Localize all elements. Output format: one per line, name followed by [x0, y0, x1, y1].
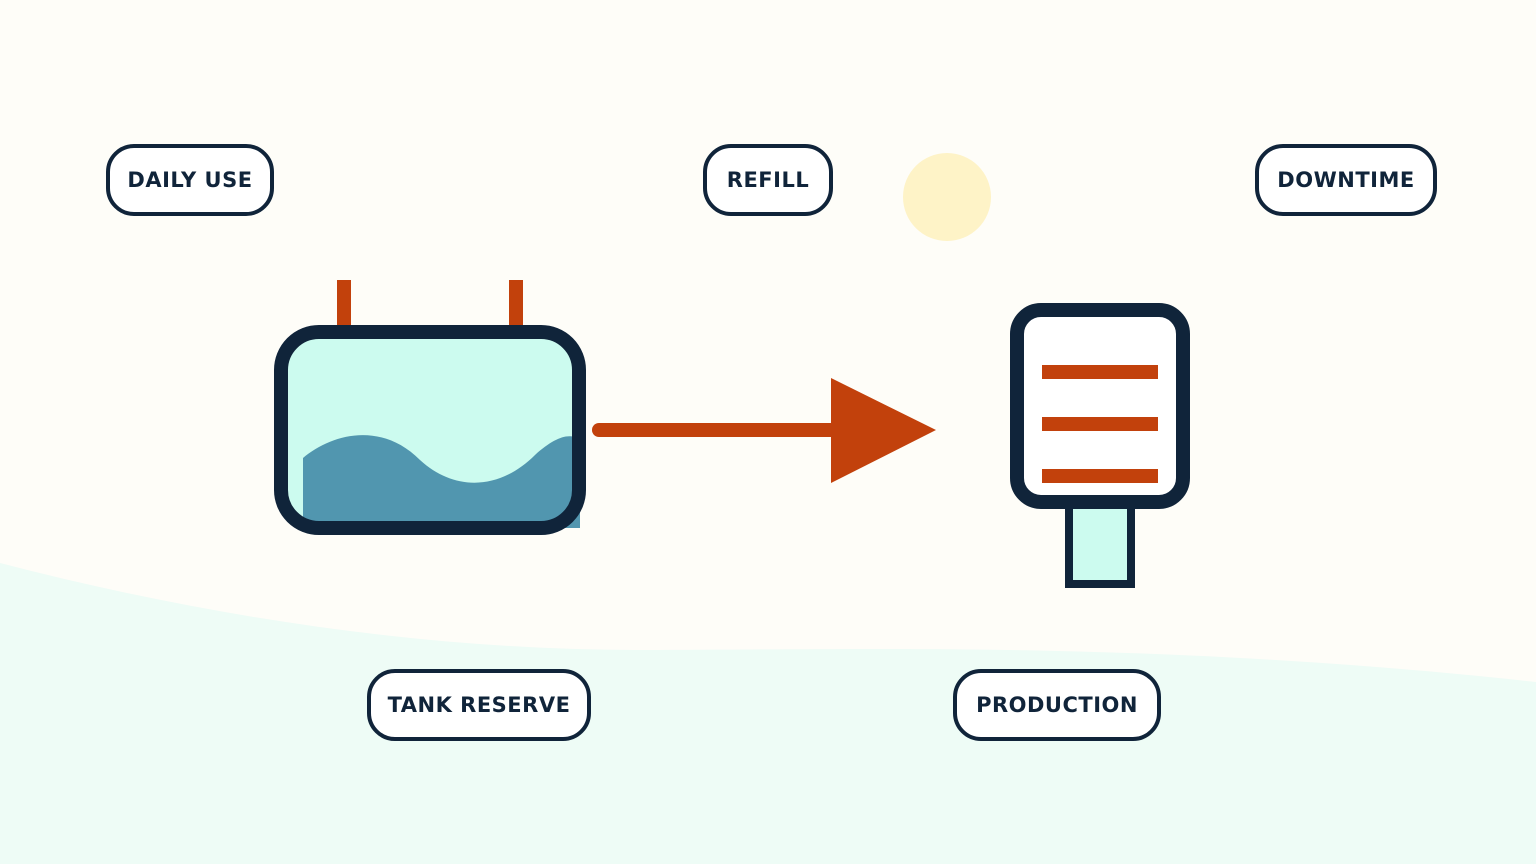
sun-icon — [903, 153, 991, 241]
downtime-label: DOWNTIME — [1255, 144, 1437, 216]
tank-inlet-right — [509, 280, 523, 332]
tank-water-level — [303, 435, 580, 528]
flow-arrow-head — [831, 378, 936, 483]
production-machine-icon — [1010, 303, 1190, 588]
ground-wave — [0, 563, 1536, 864]
tank-reserve-label: TANK RESERVE — [367, 669, 591, 741]
flow-arrow-icon — [592, 378, 936, 483]
machine-stand — [1065, 498, 1135, 588]
production-label: PRODUCTION — [953, 669, 1161, 741]
water-tank-icon — [274, 280, 586, 535]
machine-line-2 — [1042, 417, 1158, 431]
machine-line-1 — [1042, 365, 1158, 379]
machine-line-3 — [1042, 469, 1158, 483]
tank-outline — [274, 325, 586, 535]
daily-use-label: DAILY USE — [106, 144, 274, 216]
machine-body — [1010, 303, 1190, 509]
refill-label: REFILL — [703, 144, 833, 216]
tank-inlet-left — [337, 280, 351, 332]
